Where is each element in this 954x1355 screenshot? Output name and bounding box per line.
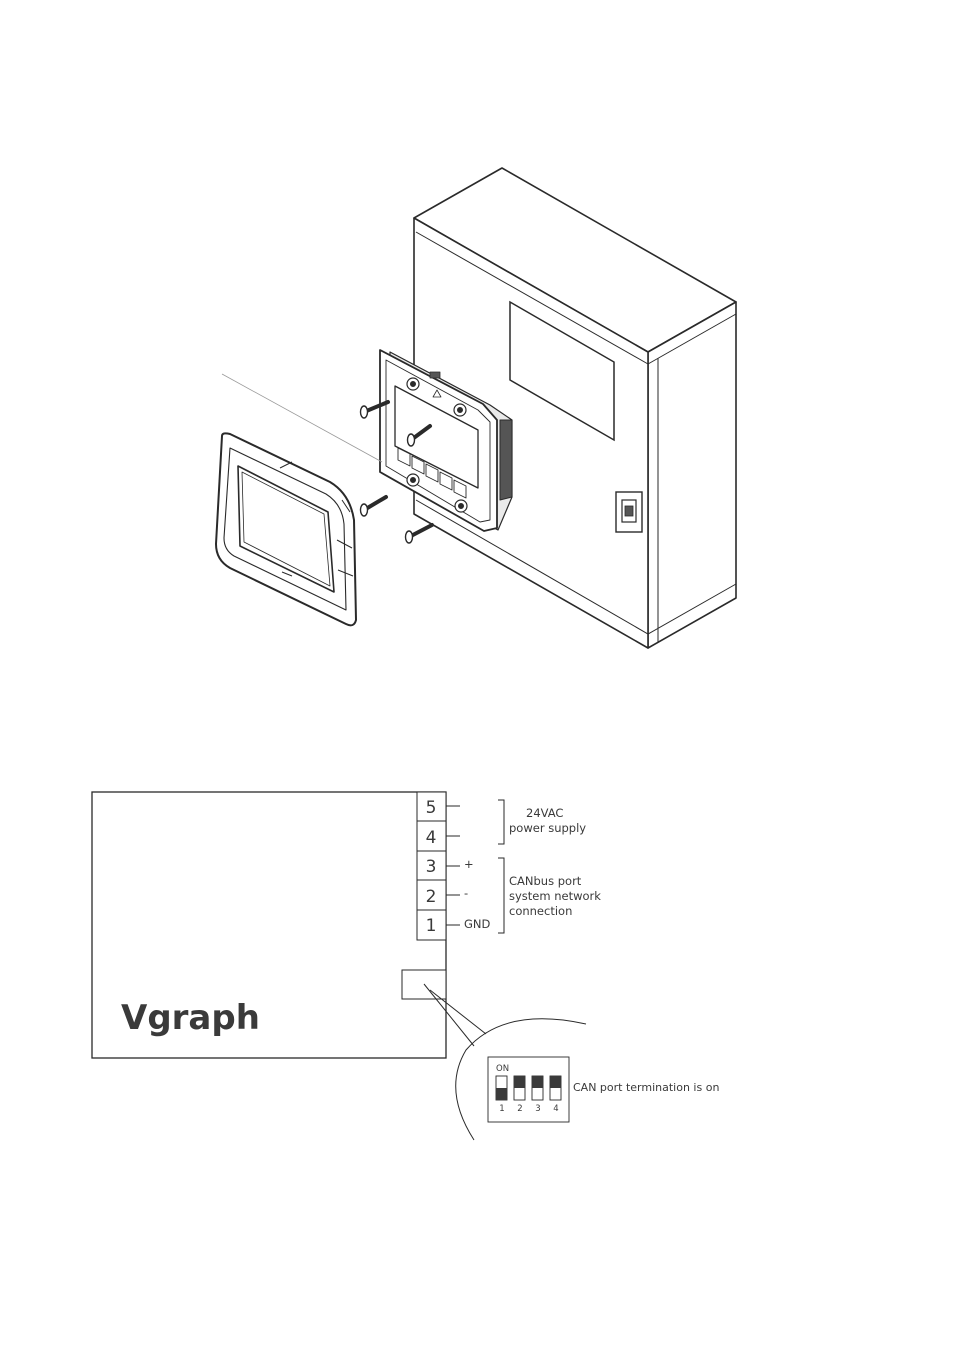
dip-on-label: ON <box>496 1064 509 1074</box>
power-supply-group: 24VAC power supply <box>498 800 586 844</box>
power-label-line1: 24VAC <box>526 806 563 820</box>
canbus-label-line2: system network <box>509 889 601 903</box>
terminal-mark: GND <box>464 917 491 931</box>
dip-switch-panel: ON 1 2 3 4 <box>488 1057 569 1122</box>
dip-switch-number: 2 <box>517 1104 522 1114</box>
terminal-1: 1 GND <box>426 916 491 936</box>
terminal-3: 3 + <box>426 857 474 877</box>
canbus-label-line3: connection <box>509 904 572 918</box>
enclosure-side-face <box>648 302 736 648</box>
terminal-block: 5 4 3 + 2 - 1 GND <box>417 792 491 940</box>
canbus-group: CANbus port system network connection <box>498 858 601 933</box>
terminal-2: 2 - <box>426 886 469 907</box>
terminal-mark: + <box>464 857 474 871</box>
power-label-line2: power supply <box>509 821 586 835</box>
dip-switch-number: 1 <box>499 1104 504 1114</box>
dip-switch-number: 4 <box>553 1104 558 1114</box>
terminal-number: 4 <box>426 828 437 848</box>
terminal-mark: - <box>464 886 468 900</box>
brand-logo-text: Vgraph <box>121 998 260 1038</box>
screw-icon <box>406 525 433 543</box>
canbus-label-line1: CANbus port <box>509 874 582 888</box>
terminal-number: 2 <box>426 887 437 907</box>
lock-icon <box>616 492 642 532</box>
terminal-number: 1 <box>426 916 437 936</box>
screw-icon <box>361 497 387 516</box>
terminal-number: 3 <box>426 857 437 877</box>
display-bezel <box>216 433 356 625</box>
dip-switch-number: 3 <box>535 1104 540 1114</box>
dip-termination-note: CAN port termination is on <box>573 1081 719 1094</box>
terminal-number: 5 <box>426 798 437 818</box>
